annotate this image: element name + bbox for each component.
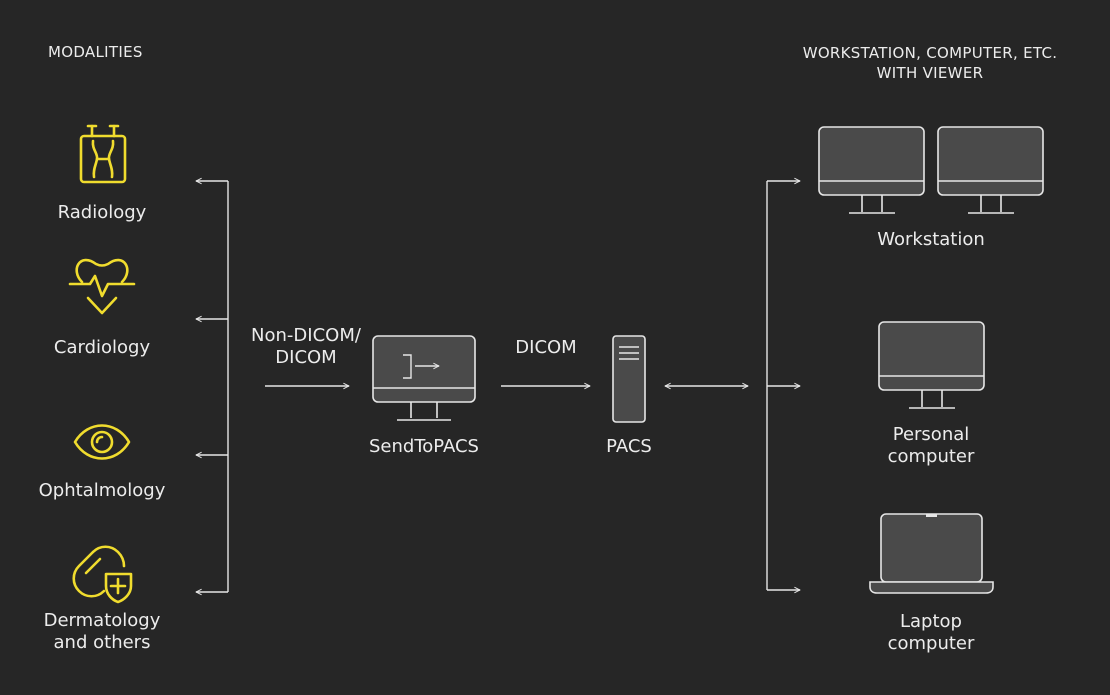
viewer-label-personal-computer: Personal computer [887, 424, 975, 467]
modalities-header: MODALITIES [48, 43, 143, 61]
pacs-label: PACS [606, 436, 652, 457]
cardiology-icon [68, 258, 136, 315]
viewer-label-laptop-computer: Laptop computer [887, 611, 975, 654]
dicom-label: DICOM [515, 337, 577, 358]
dermatology-icon [72, 545, 133, 604]
modality-label-cardiology: Cardiology [53, 337, 151, 358]
modality-label-dermatology: Dermatology and others [43, 610, 161, 653]
viewers-header: WORKSTATION, COMPUTER, ETC. WITH VIEWER [802, 44, 1058, 82]
monitor-icon [878, 321, 985, 409]
pacs-server-icon [612, 335, 646, 423]
viewers-bracket [766, 181, 800, 590]
input-format-label: Non-DICOM/ DICOM [251, 325, 361, 368]
laptop-icon [869, 513, 994, 594]
dual-monitor-icon [818, 126, 1044, 214]
modalities-bracket [196, 181, 229, 592]
sendtopacs-icon [372, 335, 476, 421]
radiology-icon [79, 124, 127, 184]
sendtopacs-label: SendToPACS [369, 436, 479, 457]
ophthalmology-icon [73, 424, 131, 460]
modality-label-radiology: Radiology [57, 202, 147, 223]
modality-label-ophthalmology: Ophtalmology [38, 480, 166, 501]
viewer-label-workstation: Workstation [877, 229, 985, 250]
